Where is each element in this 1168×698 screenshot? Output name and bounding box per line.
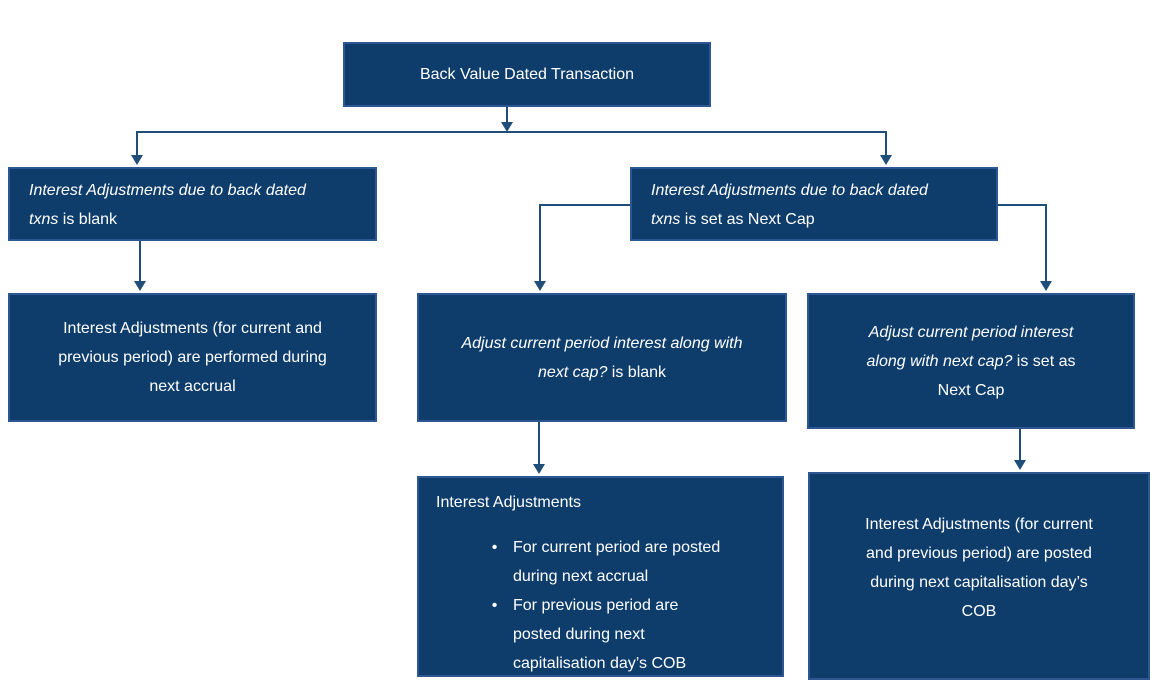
arrow-down-icon [1040,281,1052,291]
field-name: Adjust current period interest along wit… [866,323,1074,370]
node-adjust-current-period-blank: Adjust current period interest along wit… [417,293,787,422]
connector-right-outcome-vline [1019,429,1021,460]
node-heading: Interest Adjustments [436,494,581,511]
connector-root-vline [506,107,508,122]
bullet-icon: • [491,597,498,614]
arrow-down-icon [1014,460,1026,470]
arrow-down-icon [501,122,513,132]
arrow-down-icon [134,281,146,291]
node-back-value-dated-transaction: Back Value Dated Transaction [343,42,711,107]
bullet-list: • For current period are posted during n… [436,533,782,678]
list-item: • For current period are posted during n… [436,533,782,591]
node-interest-adjustments-blank: Interest Adjustments due to back dated t… [8,167,377,241]
connector-bus-hline [136,131,887,133]
connector-right-condition-hline [998,204,1047,206]
node-label: Interest Adjustments (for current and pr… [865,516,1093,620]
field-value: is blank [607,363,667,381]
field-name: Interest Adjustments due to back dated t… [651,182,928,228]
arrow-down-icon [131,155,143,165]
arrow-down-icon [533,464,545,474]
field-value: is set as Next Cap [680,211,815,228]
field-value: is blank [58,211,118,228]
connector-middle-condition-vline [539,204,541,281]
bullet-text: For current period are posted during nex… [513,539,721,585]
connector-left-outcome-vline [139,241,141,281]
connector-middle-outcome-vline [538,422,540,464]
node-label: Back Value Dated Transaction [419,66,635,83]
node-performed-during-next-accrual: Interest Adjustments (for current and pr… [8,293,377,422]
bullet-text: For previous period are posted during ne… [513,597,687,672]
connector-right-condition-vline [1045,204,1047,281]
node-posted-adjustments-list: Interest Adjustments • For current perio… [417,476,784,677]
field-name: Adjust current period interest along wit… [461,334,743,381]
node-posted-during-next-cap-cob: Interest Adjustments (for current and pr… [808,472,1150,680]
bullet-icon: • [491,539,498,556]
connector-middle-condition-hline [539,204,630,206]
node-adjust-current-period-next-cap: Adjust current period interest along wit… [807,293,1135,429]
node-interest-adjustments-next-cap: Interest Adjustments due to back dated t… [630,167,998,241]
node-label: Interest Adjustments (for current and pr… [58,320,327,395]
connector-right-branch-vline [885,131,887,156]
arrow-down-icon [880,155,892,165]
field-name: Interest Adjustments due to back dated t… [29,182,306,228]
field-value: is set as Next Cap [937,352,1076,399]
list-item: • For previous period are posted during … [436,591,782,678]
connector-left-branch-vline [136,131,138,156]
arrow-down-icon [534,281,546,291]
